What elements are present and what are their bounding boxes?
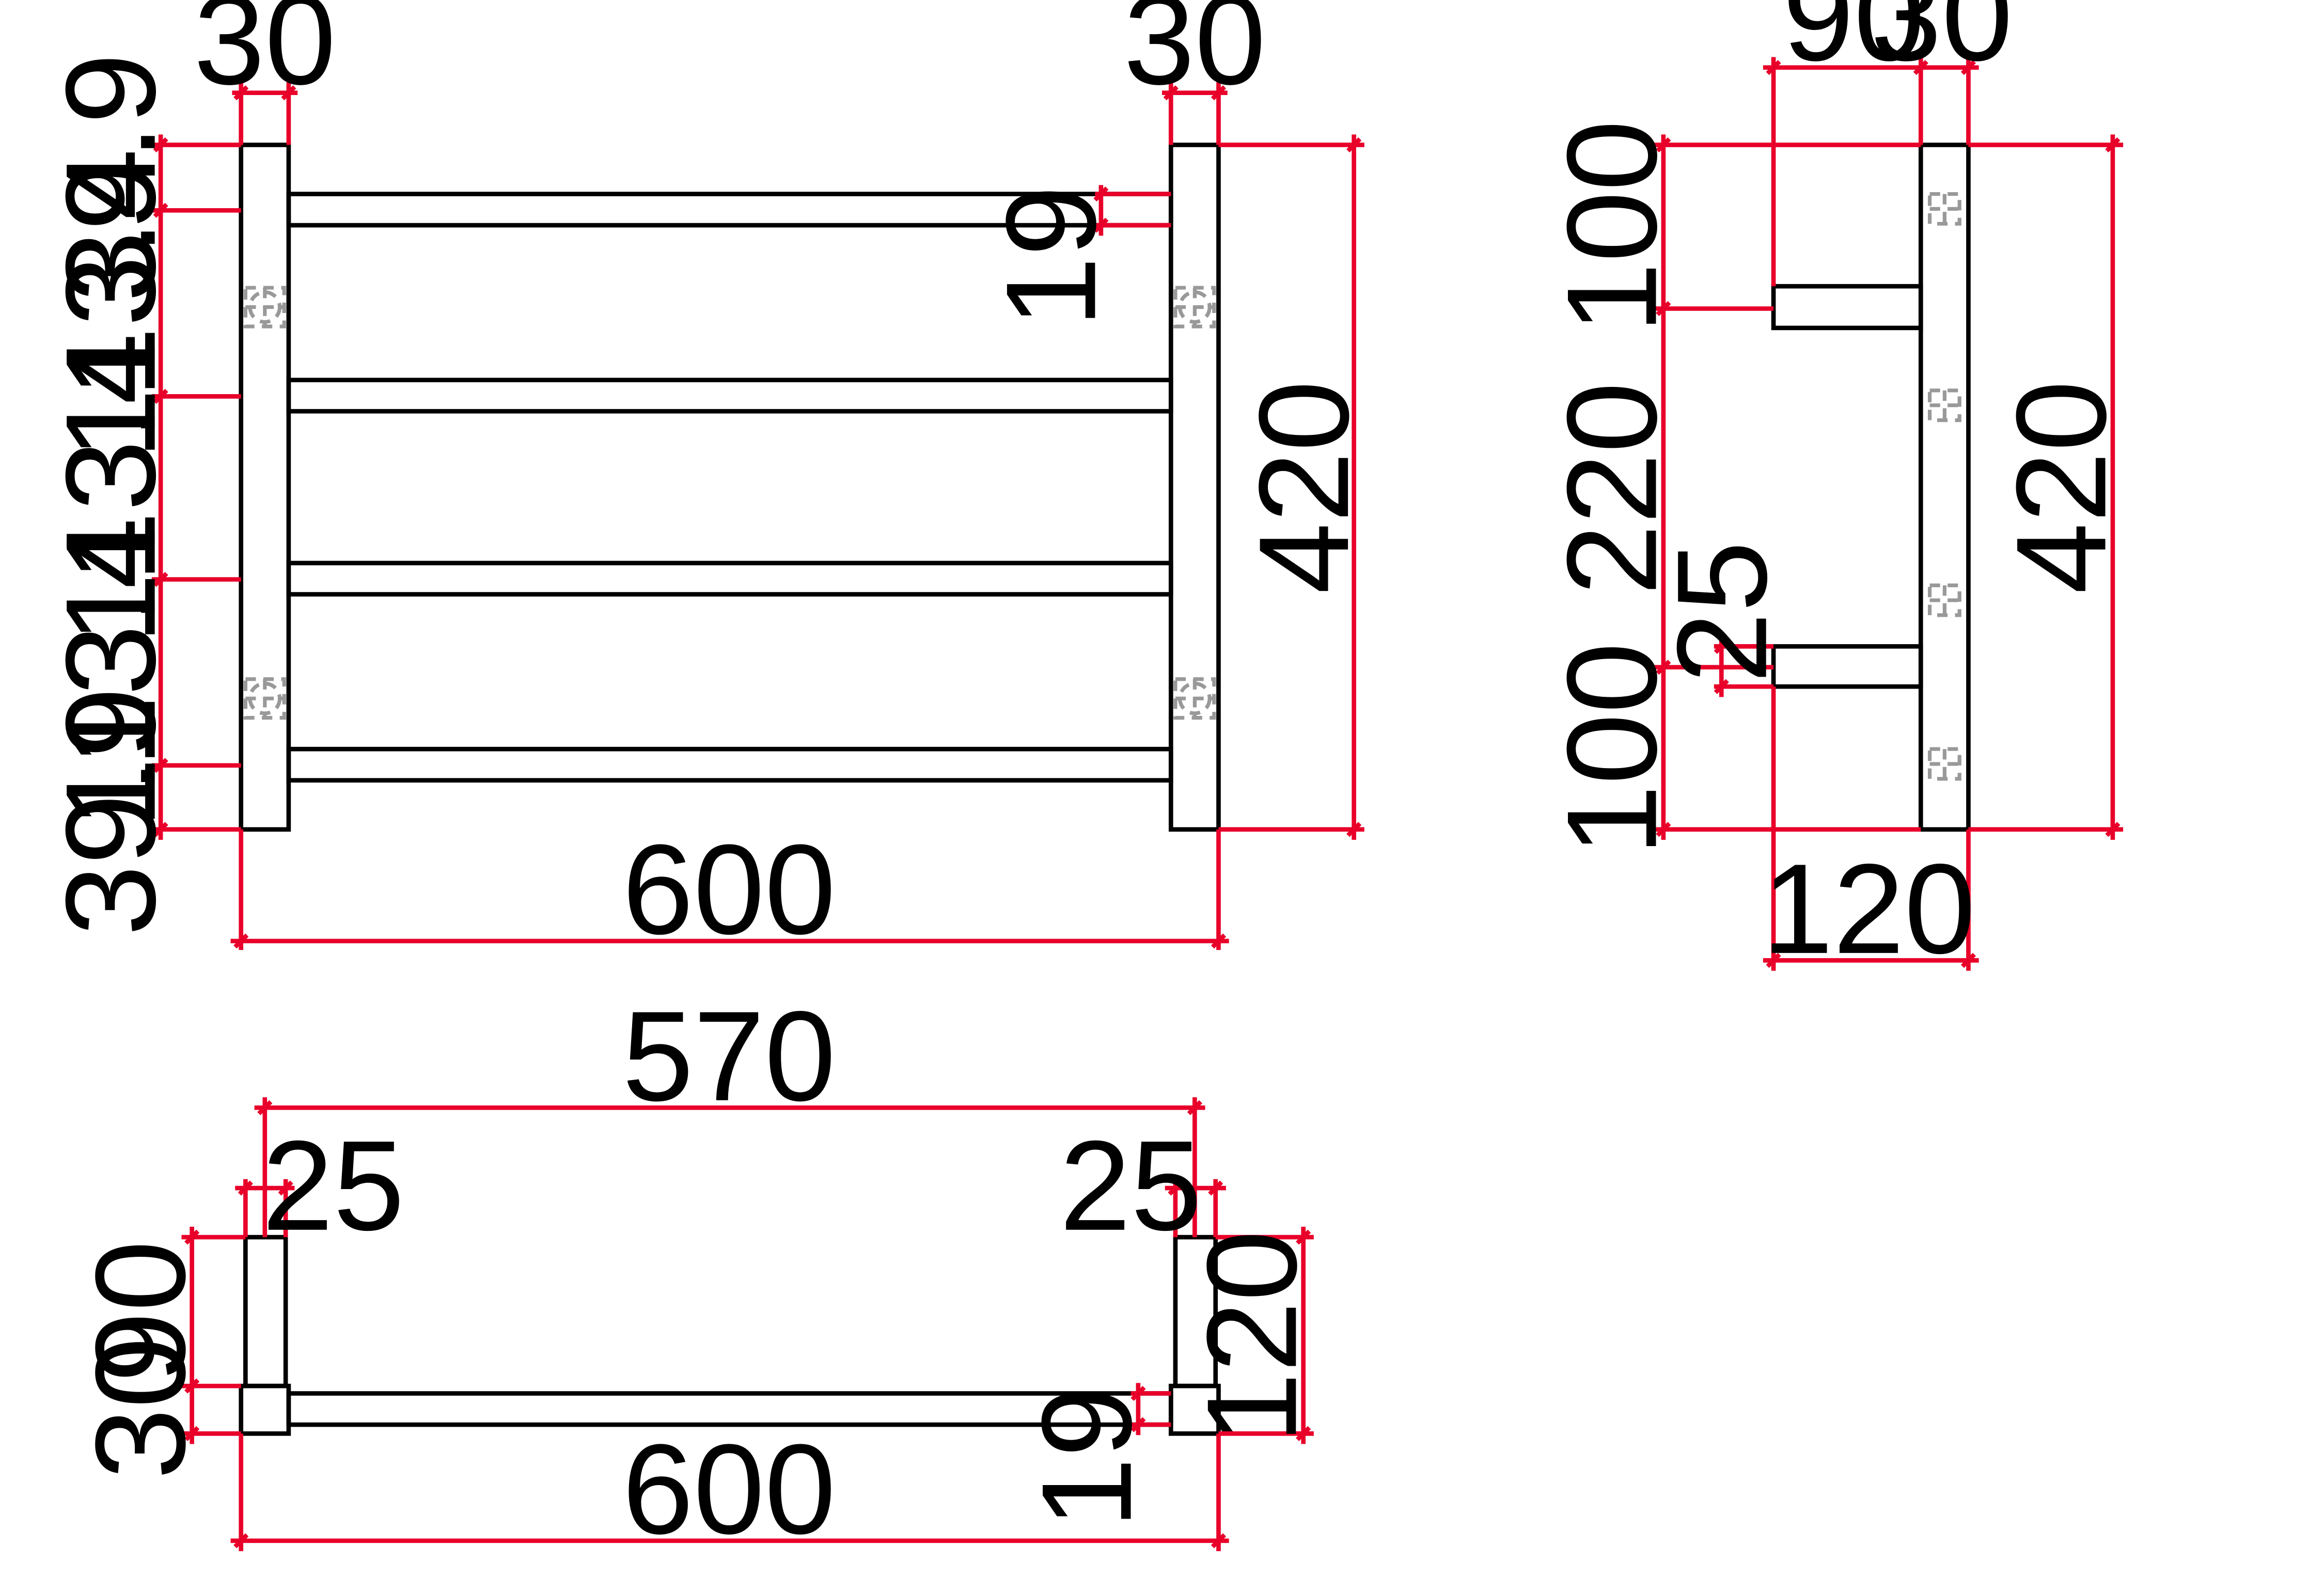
label-plan-left-arm-width: 25 — [262, 1114, 405, 1257]
dim-side-total-depth — [1763, 686, 1979, 971]
dim-plan-width — [230, 1433, 1229, 1551]
side-arm-bottom — [1771, 644, 1923, 689]
bracket-top-left — [243, 286, 286, 329]
label-side-bottom-offset: 100 — [1540, 642, 1683, 855]
label-side-arm-depth: 90 — [1783, 0, 1925, 87]
label-front-spacing-3: 113.4 — [39, 518, 182, 829]
dim-plan-inner-span — [254, 1097, 1205, 1238]
rail-1 — [286, 192, 1173, 228]
side-post — [1918, 143, 1971, 832]
right-post — [1168, 143, 1221, 832]
bracket-top-right — [1173, 286, 1216, 329]
dim-front-height — [1218, 134, 1364, 840]
label-side-middle: 220 — [1540, 382, 1683, 595]
label-front-spacing-1: 113.4 — [39, 149, 182, 460]
bracket-bottom-left — [243, 677, 286, 720]
dim-front-width — [230, 829, 1229, 950]
rail-4 — [286, 746, 1173, 783]
label-front-spacing-top: 39.9 — [39, 53, 182, 302]
label-side-total-depth: 120 — [1762, 837, 1975, 980]
label-front-right-post: 30 — [1124, 0, 1266, 111]
label-plan-total-depth: 120 — [1180, 1230, 1323, 1443]
plan-view: 570 25 25 90 30 — [69, 985, 1323, 1560]
label-front-spacing-bottom: 39.9 — [39, 687, 182, 936]
dim-front-left-post — [232, 82, 298, 145]
label-side-height: 420 — [1990, 380, 2133, 594]
dim-side-arm-thickness — [1714, 636, 1774, 697]
dim-plan-bar-thickness — [1130, 1383, 1171, 1435]
plan-left-arm — [243, 1235, 288, 1388]
label-front-bar-thickness: 19 — [979, 185, 1122, 328]
rail-2 — [286, 378, 1173, 414]
label-plan-bar-thickness: 19 — [1015, 1386, 1158, 1529]
dim-front-bar-thickness — [1093, 185, 1171, 236]
label-plan-width: 600 — [622, 1417, 836, 1560]
dim-front-right-post — [1162, 82, 1228, 145]
side-bracket-marks — [1927, 192, 1961, 781]
label-side-arm-thickness: 25 — [1651, 541, 1794, 683]
label-plan-arm-depth: 90 — [69, 1240, 212, 1383]
rail-3 — [286, 560, 1173, 597]
side-view: 90 30 100 220 100 25 — [1540, 0, 2132, 980]
label-plan-right-arm-width: 25 — [1060, 1114, 1202, 1257]
label-front-left-post: 30 — [194, 0, 336, 111]
plan-rail — [286, 1391, 1173, 1427]
label-side-post-depth: 30 — [1871, 0, 2013, 87]
dim-side-height — [1968, 134, 2124, 840]
label-front-spacing-2: 113.4 — [39, 333, 182, 644]
label-plan-post-depth: 30 — [69, 1337, 212, 1480]
bracket-bottom-right — [1173, 677, 1216, 720]
dim-side-vertical-chain — [1653, 134, 1921, 840]
dim-plan-left-chain — [181, 1226, 246, 1444]
plan-left-post — [239, 1383, 291, 1436]
label-front-height: 420 — [1232, 380, 1375, 594]
label-side-top-offset: 100 — [1540, 120, 1683, 333]
left-post — [239, 143, 291, 832]
side-arm-top — [1771, 284, 1923, 331]
front-view: 30 30 39.9 113.4 113.4 113.4 3 — [39, 0, 1375, 961]
dim-plan-total-depth — [1215, 1226, 1314, 1444]
label-front-width: 600 — [622, 818, 836, 961]
dim-front-spacing-chain — [151, 134, 241, 840]
dim-plan-left-arm-width — [235, 1179, 295, 1238]
label-plan-inner-span: 570 — [622, 985, 836, 1128]
dim-side-top — [1763, 57, 1979, 287]
dim-plan-right-arm-width — [1165, 1179, 1226, 1238]
